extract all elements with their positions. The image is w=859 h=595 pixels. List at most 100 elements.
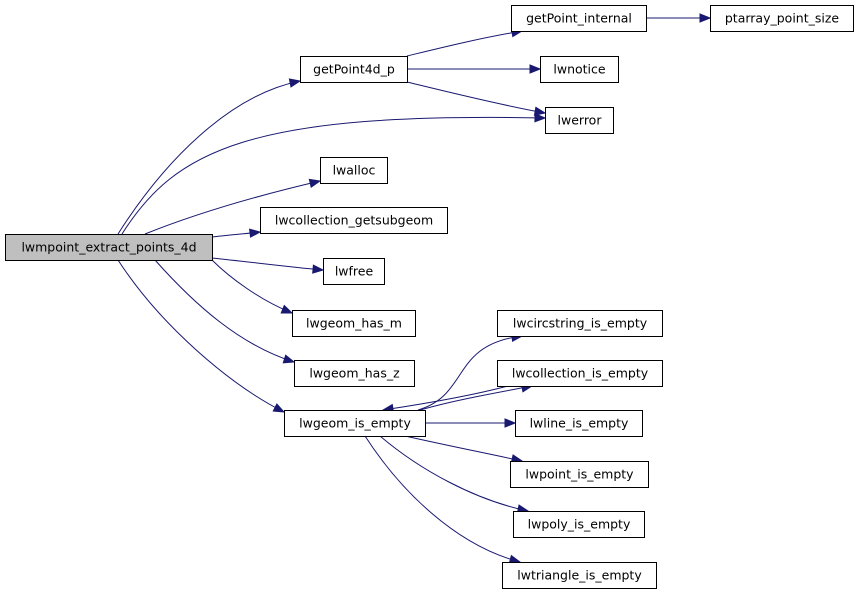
edge-root-to-lwgeom_has_z (154, 259, 296, 364)
node-lwpoly_is_empty[interactable]: lwpoly_is_empty (513, 511, 645, 538)
node-lwgeom_has_m[interactable]: lwgeom_has_m (292, 310, 416, 337)
node-lwfree[interactable]: lwfree (323, 258, 385, 285)
edge-line (406, 30, 523, 57)
node-box (497, 360, 663, 387)
node-label: ptarray_point_size (725, 11, 840, 26)
edge-root-to-lwgeom_has_m (211, 259, 294, 314)
node-lwcircstring_is_empty[interactable]: lwcircstring_is_empty (497, 310, 663, 337)
node-label: lwnotice (553, 62, 606, 77)
edge-line (144, 180, 321, 235)
edge-line (211, 259, 293, 314)
node-lwgeom_has_z[interactable]: lwgeom_has_z (294, 360, 415, 387)
node-label: lwfree (335, 264, 374, 279)
edge-line (404, 435, 523, 462)
node-box (510, 461, 649, 488)
node-box (710, 5, 854, 32)
node-lwnotice[interactable]: lwnotice (540, 56, 619, 83)
node-label: lwpoly_is_empty (528, 517, 631, 532)
edge-line (121, 116, 546, 235)
node-lwtriangle_is_empty[interactable]: lwtriangle_is_empty (502, 562, 657, 589)
node-label: lwerror (558, 113, 603, 128)
node-ptarray_point_size[interactable]: ptarray_point_size (710, 5, 854, 32)
node-lwpoint_is_empty[interactable]: lwpoint_is_empty (510, 461, 649, 488)
node-lwcollection_is_empty[interactable]: lwcollection_is_empty (497, 360, 663, 387)
node-label: lwcircstring_is_empty (513, 316, 648, 331)
arrowhead-icon (312, 264, 325, 274)
node-box (323, 258, 385, 285)
arrowhead-icon (272, 403, 286, 413)
edge-lwcollection_is_empty-to-lwgeom_is_empty (381, 385, 509, 414)
node-label: lwgeom_has_m (306, 316, 402, 331)
edge-lwgeom_is_empty-to-lwline_is_empty (425, 418, 517, 428)
edge-root-to-lwcollection_getsubgeom (211, 228, 262, 238)
node-box (284, 410, 426, 437)
node-box (260, 207, 448, 234)
edge-lwgeom_is_empty-to-lwpoint_is_empty (404, 435, 524, 464)
edge-root-to-getPoint4d_p (117, 78, 302, 235)
edge-line (382, 385, 509, 411)
arrowhead-icon (249, 228, 262, 238)
arrowhead-icon (308, 178, 322, 189)
edge-line (419, 385, 533, 411)
node-root-function[interactable]: lwmpoint_extract_points_4d (5, 234, 213, 261)
arrowhead-icon (280, 304, 294, 314)
edge-root-to-lwalloc (144, 178, 322, 235)
node-lwgeom_is_empty[interactable]: lwgeom_is_empty (284, 410, 426, 437)
node-label: lwmpoint_extract_points_4d (21, 240, 196, 255)
arrowhead-icon (534, 113, 547, 123)
edge-line (211, 257, 324, 271)
node-box (502, 562, 657, 589)
edge-line (379, 435, 529, 512)
node-label: getPoint_internal (526, 11, 632, 26)
edge-line (117, 80, 301, 235)
edge-layer (117, 13, 712, 564)
edge-root-to-lwerror (121, 113, 547, 235)
node-lwline_is_empty[interactable]: lwline_is_empty (515, 410, 643, 437)
edge-getPoint4d_p-to-lwnotice (407, 64, 542, 74)
node-layer: lwmpoint_extract_points_4d getPoint4d_p ge… (5, 5, 854, 589)
node-getPoint_internal[interactable]: getPoint_internal (511, 5, 647, 32)
node-label: getPoint4d_p (313, 62, 395, 77)
node-box (540, 56, 619, 83)
node-lwerror[interactable]: lwerror (545, 107, 614, 134)
node-box (294, 360, 415, 387)
node-box (515, 410, 643, 437)
node-label: lwcollection_getsubgeom (275, 213, 433, 228)
node-label: lwtriangle_is_empty (517, 568, 642, 583)
node-label: lwalloc (333, 163, 376, 178)
edge-root-to-lwgeom_is_empty (117, 259, 286, 413)
edge-line (417, 335, 523, 411)
node-box (292, 310, 416, 337)
node-lwcollection_getsubgeom[interactable]: lwcollection_getsubgeom (260, 207, 448, 234)
node-box (320, 157, 388, 184)
arrowhead-icon (699, 13, 712, 23)
node-box (511, 5, 647, 32)
edge-line (154, 259, 295, 363)
node-box (5, 234, 213, 261)
edge-line (117, 259, 285, 413)
node-box (513, 511, 645, 538)
node-box (497, 310, 663, 337)
node-getPoint4d_p[interactable]: getPoint4d_p (300, 56, 408, 83)
edge-getPoint4d_p-to-lwerror (406, 81, 547, 116)
node-label: lwcollection_is_empty (512, 366, 649, 381)
edge-line (364, 435, 521, 563)
edge-getPoint4d_p-to-getPoint_internal (406, 28, 524, 57)
arrowhead-icon (529, 64, 542, 74)
edge-lwgeom_is_empty-to-lwpoly_is_empty (379, 435, 530, 514)
node-label: lwpoint_is_empty (525, 467, 634, 482)
edge-lwgeom_is_empty-to-lwcollection_is_empty (419, 383, 534, 411)
node-box (545, 107, 614, 134)
arrowhead-icon (288, 78, 302, 88)
arrowhead-icon (504, 418, 517, 428)
edge-lwgeom_is_empty-to-lwtriangle_is_empty (364, 435, 522, 564)
node-label: lwgeom_has_z (309, 366, 400, 381)
node-lwalloc[interactable]: lwalloc (320, 157, 388, 184)
node-box (300, 56, 408, 83)
edge-getPoint_internal-to-ptarray_point_size (646, 13, 712, 23)
edge-root-to-lwfree (211, 257, 325, 274)
arrowhead-icon (282, 354, 296, 364)
node-label: lwline_is_empty (530, 416, 629, 431)
node-label: lwgeom_is_empty (299, 416, 411, 431)
